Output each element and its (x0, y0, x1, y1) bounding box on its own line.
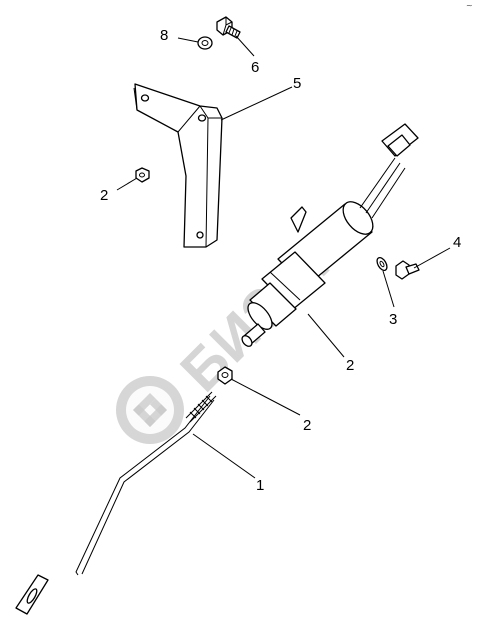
callout-6: 5 (293, 75, 301, 92)
leader-lines (116, 35, 451, 479)
leader-2a (116, 177, 138, 191)
callout-1: 1 (256, 477, 264, 494)
part-1-rod (15, 391, 217, 615)
leader-4 (382, 270, 395, 308)
part-2-nut-lower (217, 366, 233, 385)
callout-2b: 2 (303, 417, 311, 434)
leader-8 (177, 37, 199, 43)
leader-5 (413, 247, 451, 269)
leader-1 (192, 433, 256, 479)
part-6-bracket (133, 83, 223, 248)
leader-3 (307, 313, 345, 358)
callout-3: 2 (346, 357, 354, 374)
watermark-logo-icon (116, 376, 184, 444)
callout-4: 3 (389, 311, 397, 328)
part-3-solenoid (241, 123, 419, 347)
part-7-bolt (216, 16, 241, 39)
callout-8: 8 (160, 27, 168, 44)
leader-2b (230, 378, 301, 416)
leader-7 (235, 35, 255, 57)
callout-5: 4 (453, 234, 461, 251)
part-5-bolt (395, 260, 420, 280)
leader-6 (220, 86, 293, 121)
part-8-washer (197, 36, 213, 50)
corner-mark: ~ (466, 1, 473, 10)
callouts: 8 6 5 2 4 3 2 2 1 (100, 27, 461, 494)
part-4-spring-washer (376, 256, 388, 272)
callout-2a: 2 (100, 187, 108, 204)
part-2-nut-upper (135, 167, 150, 183)
callout-7: 6 (251, 59, 259, 76)
